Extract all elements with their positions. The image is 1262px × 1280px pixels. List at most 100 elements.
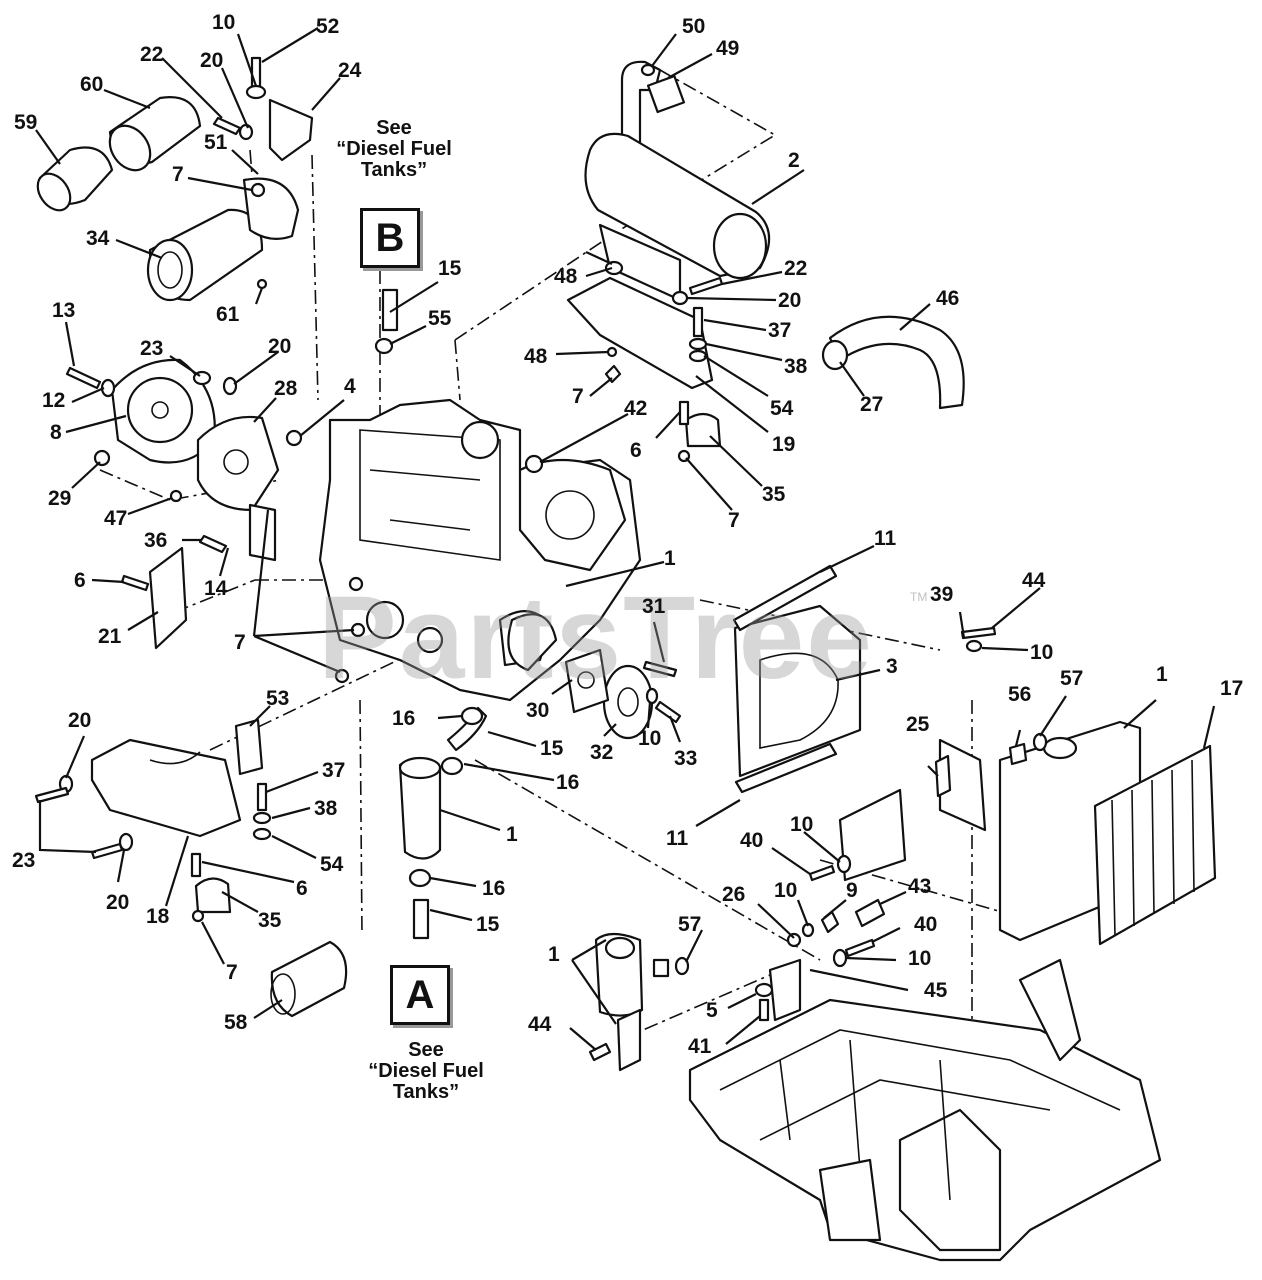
part-number-61[interactable]: 61 bbox=[216, 303, 240, 326]
part-number-56[interactable]: 56 bbox=[1008, 683, 1032, 706]
part-number-46[interactable]: 46 bbox=[936, 287, 960, 310]
part-number-1[interactable]: 1 bbox=[548, 943, 560, 966]
part-number-1[interactable]: 1 bbox=[664, 547, 676, 570]
part-number-20[interactable]: 20 bbox=[200, 49, 224, 72]
part-number-50[interactable]: 50 bbox=[682, 15, 706, 38]
part-number-52[interactable]: 52 bbox=[316, 15, 340, 38]
see-diesel-fuel-tanks-note-bottom[interactable]: See “Diesel Fuel Tanks” bbox=[368, 1039, 484, 1103]
part-number-35[interactable]: 35 bbox=[258, 909, 282, 932]
part-number-4[interactable]: 4 bbox=[344, 375, 356, 398]
part-number-28[interactable]: 28 bbox=[274, 377, 298, 400]
bolt-37 bbox=[692, 306, 704, 338]
part-number-58[interactable]: 58 bbox=[224, 1011, 248, 1034]
part-number-12[interactable]: 12 bbox=[42, 389, 66, 412]
part-number-32[interactable]: 32 bbox=[590, 741, 614, 764]
part-number-27[interactable]: 27 bbox=[860, 393, 884, 416]
part-number-31[interactable]: 31 bbox=[642, 595, 666, 618]
part-number-5[interactable]: 5 bbox=[706, 999, 718, 1022]
part-number-54[interactable]: 54 bbox=[770, 397, 794, 420]
part-number-30[interactable]: 30 bbox=[526, 699, 550, 722]
part-number-15[interactable]: 15 bbox=[438, 257, 462, 280]
part-number-38[interactable]: 38 bbox=[314, 797, 338, 820]
part-number-35[interactable]: 35 bbox=[762, 483, 786, 506]
part-number-57[interactable]: 57 bbox=[678, 913, 702, 936]
part-number-6[interactable]: 6 bbox=[296, 877, 308, 900]
part-number-57[interactable]: 57 bbox=[1060, 667, 1084, 690]
part-number-51[interactable]: 51 bbox=[204, 131, 228, 154]
part-number-38[interactable]: 38 bbox=[784, 355, 808, 378]
part-number-44[interactable]: 44 bbox=[528, 1013, 552, 1036]
part-number-17[interactable]: 17 bbox=[1220, 677, 1244, 700]
part-number-3[interactable]: 3 bbox=[886, 655, 898, 678]
part-number-10[interactable]: 10 bbox=[1030, 641, 1054, 664]
part-number-49[interactable]: 49 bbox=[716, 37, 740, 60]
part-number-6[interactable]: 6 bbox=[630, 439, 642, 462]
part-number-8[interactable]: 8 bbox=[50, 421, 62, 444]
part-number-16[interactable]: 16 bbox=[556, 771, 580, 794]
part-number-44[interactable]: 44 bbox=[1022, 569, 1046, 592]
part-number-24[interactable]: 24 bbox=[338, 59, 362, 82]
part-number-40[interactable]: 40 bbox=[740, 829, 764, 852]
part-number-53[interactable]: 53 bbox=[266, 687, 290, 710]
part-number-34[interactable]: 34 bbox=[86, 227, 110, 250]
part-number-22[interactable]: 22 bbox=[784, 257, 808, 280]
part-number-48[interactable]: 48 bbox=[554, 265, 578, 288]
part-number-9[interactable]: 9 bbox=[846, 879, 858, 902]
part-number-23[interactable]: 23 bbox=[140, 337, 164, 360]
part-number-47[interactable]: 47 bbox=[104, 507, 128, 530]
part-number-15[interactable]: 15 bbox=[476, 913, 500, 936]
part-number-7[interactable]: 7 bbox=[226, 961, 238, 984]
part-number-11[interactable]: 11 bbox=[666, 827, 689, 850]
part-number-26[interactable]: 26 bbox=[722, 883, 746, 906]
part-number-6[interactable]: 6 bbox=[74, 569, 86, 592]
part-number-21[interactable]: 21 bbox=[98, 625, 122, 648]
part-number-1[interactable]: 1 bbox=[506, 823, 518, 846]
part-number-10[interactable]: 10 bbox=[790, 813, 814, 836]
part-number-33[interactable]: 33 bbox=[674, 747, 698, 770]
see-diesel-fuel-tanks-note-top[interactable]: See “Diesel Fuel Tanks” bbox=[336, 117, 452, 181]
part-number-10[interactable]: 10 bbox=[908, 947, 932, 970]
part-number-16[interactable]: 16 bbox=[392, 707, 416, 730]
part-number-11[interactable]: 11 bbox=[874, 527, 897, 550]
part-number-22[interactable]: 22 bbox=[140, 43, 164, 66]
part-number-2[interactable]: 2 bbox=[788, 149, 800, 172]
part-number-7[interactable]: 7 bbox=[234, 631, 246, 654]
part-number-20[interactable]: 20 bbox=[106, 891, 130, 914]
part-number-16[interactable]: 16 bbox=[482, 877, 506, 900]
callout-b[interactable]: B bbox=[360, 208, 420, 268]
callout-a[interactable]: A bbox=[390, 965, 450, 1025]
part-number-10[interactable]: 10 bbox=[212, 11, 236, 34]
part-number-36[interactable]: 36 bbox=[144, 529, 168, 552]
part-number-43[interactable]: 43 bbox=[908, 875, 932, 898]
part-number-20[interactable]: 20 bbox=[268, 335, 292, 358]
part-number-55[interactable]: 55 bbox=[428, 307, 452, 330]
part-number-29[interactable]: 29 bbox=[48, 487, 72, 510]
part-number-23[interactable]: 23 bbox=[12, 849, 36, 872]
part-number-39[interactable]: 39 bbox=[930, 583, 954, 606]
part-number-7[interactable]: 7 bbox=[572, 385, 584, 408]
part-number-42[interactable]: 42 bbox=[624, 397, 648, 420]
part-number-7[interactable]: 7 bbox=[728, 509, 740, 532]
part-number-40[interactable]: 40 bbox=[914, 913, 938, 936]
part-number-48[interactable]: 48 bbox=[524, 345, 548, 368]
part-number-7[interactable]: 7 bbox=[172, 163, 184, 186]
part-number-45[interactable]: 45 bbox=[924, 979, 948, 1002]
part-number-37[interactable]: 37 bbox=[768, 319, 792, 342]
part-number-54[interactable]: 54 bbox=[320, 853, 344, 876]
part-number-19[interactable]: 19 bbox=[772, 433, 796, 456]
part-number-37[interactable]: 37 bbox=[322, 759, 346, 782]
part-number-41[interactable]: 41 bbox=[688, 1035, 712, 1058]
part-number-15[interactable]: 15 bbox=[540, 737, 564, 760]
part-number-18[interactable]: 18 bbox=[146, 905, 170, 928]
part-number-10[interactable]: 10 bbox=[774, 879, 798, 902]
part-number-14[interactable]: 14 bbox=[204, 577, 228, 600]
part-number-13[interactable]: 13 bbox=[52, 299, 76, 322]
part-number-20[interactable]: 20 bbox=[778, 289, 802, 312]
part-number-1[interactable]: 1 bbox=[1156, 663, 1168, 686]
washer-10-c bbox=[965, 639, 983, 653]
part-number-25[interactable]: 25 bbox=[906, 713, 930, 736]
part-number-10[interactable]: 10 bbox=[638, 727, 662, 750]
part-number-59[interactable]: 59 bbox=[14, 111, 38, 134]
part-number-60[interactable]: 60 bbox=[80, 73, 104, 96]
part-number-20[interactable]: 20 bbox=[68, 709, 92, 732]
